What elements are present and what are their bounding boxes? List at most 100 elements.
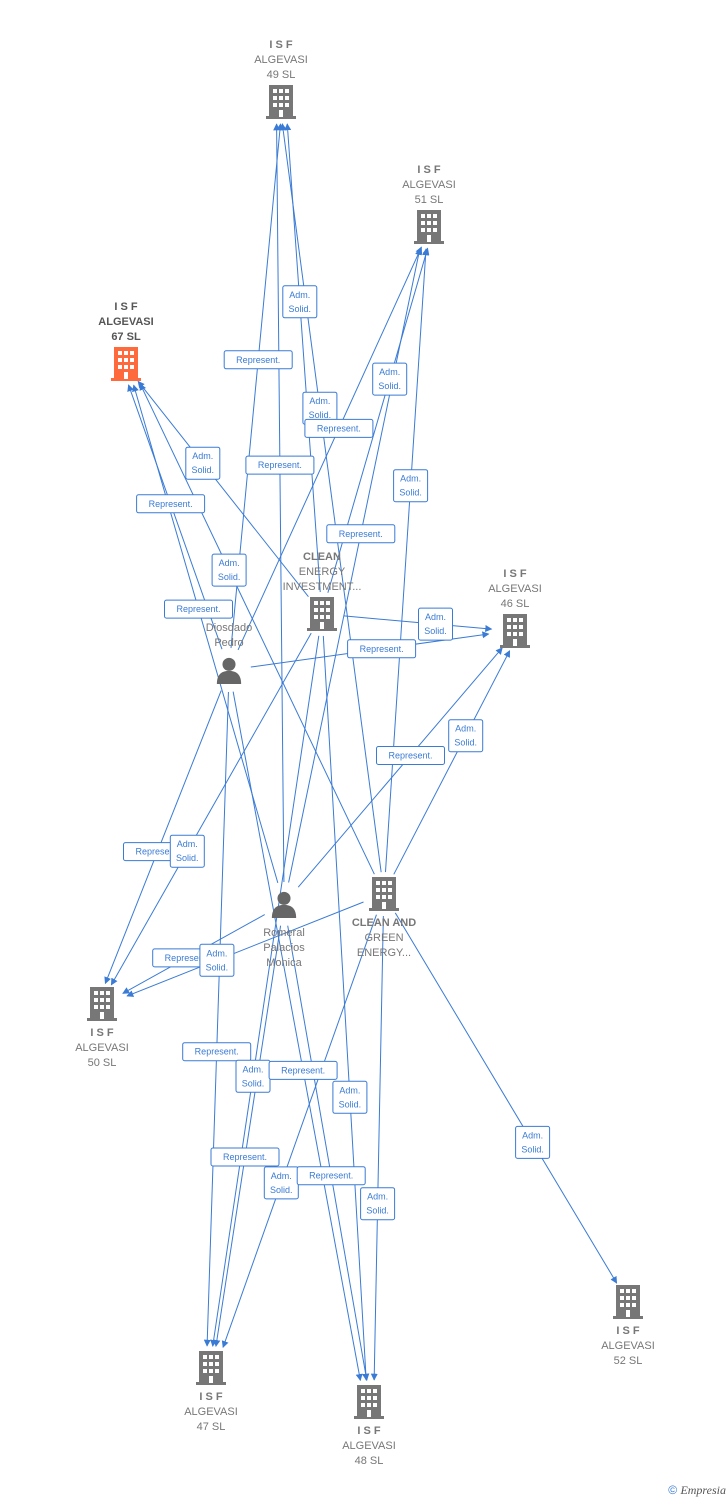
edges-layer	[104, 123, 618, 1382]
represent-label[interactable]: Represent.	[347, 639, 417, 659]
edge-label-text: Adm.	[206, 948, 227, 958]
edge-label-text: Solid.	[270, 1185, 293, 1195]
building-icon	[354, 1385, 384, 1419]
edge-label-text: Represent.	[149, 499, 193, 509]
edge-clean_inv-to-isf49	[284, 123, 321, 593]
node-label-line: INVESTMENT...	[283, 581, 362, 593]
node-label-line: I S F	[417, 164, 441, 176]
edge-romeral-to-isf46	[297, 647, 503, 888]
represent-label[interactable]: Represent.	[268, 1060, 338, 1080]
adm-solid-label[interactable]: Adm.Solid.	[235, 1059, 271, 1093]
edge-label-text: Represent.	[317, 423, 361, 433]
node-label-line: GREEN	[364, 932, 403, 944]
node-label-line: I S F	[114, 301, 138, 313]
edge-label-text: Solid.	[378, 381, 401, 391]
edge-label-text: Represent.	[360, 644, 404, 654]
node-label-line: ALGEVASI	[342, 1440, 396, 1452]
node-label-line: 46 SL	[501, 598, 530, 610]
adm-solid-label[interactable]: Adm.Solid.	[332, 1080, 368, 1114]
node-label-line: ALGEVASI	[601, 1340, 655, 1352]
node-label-line: ALGEVASI	[254, 54, 308, 66]
edge-label-text: Solid.	[399, 488, 422, 498]
edge-clean_green-to-isf51	[384, 248, 430, 873]
edge-clean_green-to-isf49	[279, 123, 382, 873]
node-label-line: 67 SL	[111, 331, 141, 343]
represent-label[interactable]: Represent.	[326, 524, 396, 544]
node-label-line: ALGEVASI	[402, 179, 456, 191]
edge-label-text: Solid.	[289, 304, 312, 314]
edge-label-text: Adm.	[242, 1064, 263, 1074]
edge-label-text: Represent.	[165, 953, 209, 963]
node-isf51[interactable]: I S F ALGEVASI 51 SL	[402, 164, 456, 244]
edge-clean_inv-to-isf46	[343, 615, 493, 632]
node-label-line: Pedro	[214, 637, 243, 649]
building-icon	[307, 597, 337, 631]
edge-romeral-to-isf48	[287, 925, 370, 1382]
edge-label-text: Adm.	[192, 451, 213, 461]
node-label-line: ALGEVASI	[98, 316, 153, 328]
adm-solid-label[interactable]: Adm.Solid.	[169, 834, 205, 868]
edge-clean_inv-to-isf50	[110, 632, 312, 986]
node-label-line: CLEAN AND	[352, 917, 416, 929]
adm-solid-label[interactable]: Adm.Solid.	[211, 553, 247, 587]
represent-label[interactable]: Represent.	[376, 746, 445, 765]
edge-clean_green-to-isf47	[221, 914, 377, 1348]
adm-solid-label[interactable]: Adm. Solid.	[372, 362, 408, 396]
edge-label-text: Represent.	[223, 1152, 267, 1162]
node-label-line: 47 SL	[197, 1421, 226, 1433]
edge-label-text: Solid.	[176, 853, 199, 863]
represent-label[interactable]: Represent.	[296, 1166, 366, 1186]
represent-label[interactable]: Represent.	[304, 418, 374, 438]
edge-diosdado-to-isf47	[203, 691, 229, 1347]
adm-solid-label[interactable]: Adm. Solid.	[199, 943, 235, 977]
edge-labels-layer: Represent.Adm.Solid.Represent.Adm.Solid.…	[123, 285, 551, 1221]
adm-solid-label[interactable]: Adm. Solid.	[185, 446, 221, 480]
edge-label-text: Represent.	[309, 1171, 353, 1181]
node-label-line: ALGEVASI	[75, 1042, 129, 1054]
edge-label-text: Adm.	[219, 558, 240, 568]
building-icon	[414, 210, 444, 244]
edge-label-text: Solid.	[339, 1099, 362, 1109]
represent-label[interactable]: Represent.	[164, 599, 233, 619]
adm-solid-label[interactable]: Adm.Solid.	[263, 1166, 299, 1200]
represent-label[interactable]: Represent.	[136, 494, 206, 514]
edge-clean_green-to-isf67	[139, 383, 375, 875]
represent-label[interactable]: Represent.	[210, 1147, 280, 1167]
represent-label[interactable]: Represent.	[245, 455, 315, 475]
brand-logo[interactable]: Empresia	[680, 1483, 726, 1497]
represent-label[interactable]: Represent.	[182, 1042, 252, 1062]
adm-solid-label[interactable]: Adm.Solid.	[418, 607, 453, 641]
edge-label-text: Adm.	[379, 367, 400, 377]
node-clean_inv[interactable]: CLEANENERGYINVESTMENT...	[283, 551, 362, 631]
represent-label[interactable]: Represent.	[223, 350, 293, 370]
adm-solid-label[interactable]: Adm.Solid.	[360, 1187, 396, 1221]
edge-label-text: Adm.	[425, 612, 446, 622]
adm-solid-label[interactable]: Adm. Solid.	[448, 719, 484, 753]
node-clean_green[interactable]: CLEAN ANDGREENENERGY...	[352, 877, 416, 959]
adm-solid-label[interactable]: Adm.Solid.	[393, 469, 429, 503]
adm-solid-label[interactable]: Adm.Solid.	[282, 285, 318, 319]
edge-label-text: Adm.	[309, 396, 330, 406]
node-isf67[interactable]: I S F ALGEVASI 67 SL	[98, 301, 154, 381]
node-label-line: 51 SL	[415, 194, 444, 206]
edge-label-text: Adm.	[455, 724, 476, 734]
adm-solid-label[interactable]: Adm.Solid.	[515, 1125, 551, 1159]
building-icon	[111, 347, 141, 381]
edge-diosdado-to-isf48	[232, 691, 363, 1382]
edge-label-text: Solid.	[366, 1206, 389, 1216]
edge-label-text: Solid.	[192, 465, 215, 475]
node-label-line: CLEAN	[303, 551, 341, 563]
node-label-line: Monica	[266, 957, 302, 969]
node-label-line: I S F	[503, 568, 527, 580]
edge-label-text: Represent.	[195, 1047, 239, 1057]
edge-label-text: Solid.	[454, 738, 477, 748]
edge-label-text: Solid.	[206, 962, 229, 972]
